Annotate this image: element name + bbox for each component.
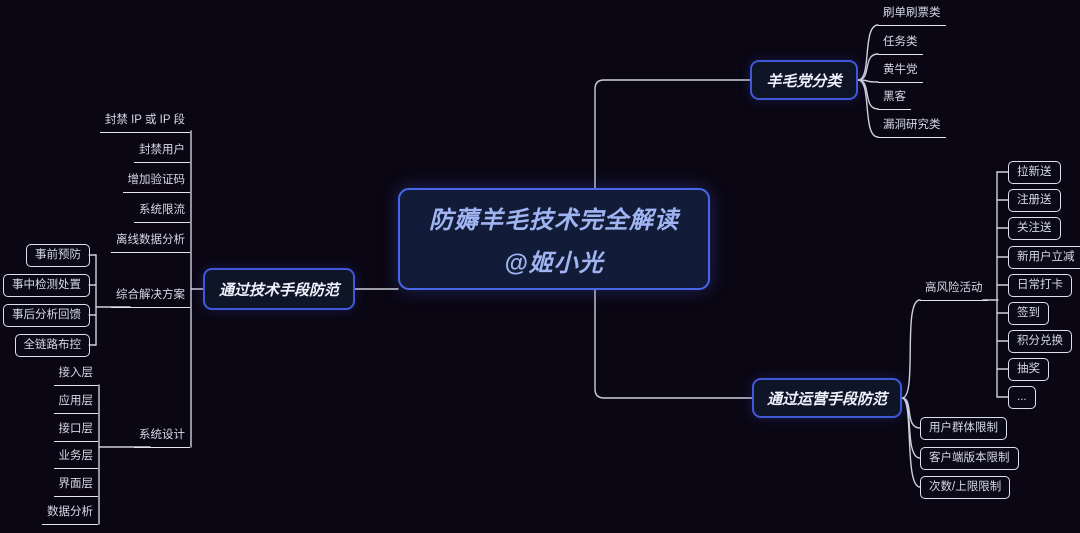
branch-technical-means[interactable]: 通过技术手段防范 (203, 268, 355, 310)
leaf-vulnerability-research[interactable]: 漏洞研究类 (878, 116, 946, 138)
leaf-high-risk-activities[interactable]: 高风险活动 (920, 279, 988, 301)
leaf-business-layer[interactable]: 业务层 (53, 447, 98, 469)
leaf-ban-user[interactable]: 封禁用户 (134, 141, 190, 163)
leaf-pre-prevention[interactable]: 事前预防 (26, 244, 90, 267)
leaf-full-link-monitoring[interactable]: 全链路布控 (14, 334, 90, 357)
leaf-api-layer[interactable]: 接口层 (53, 420, 98, 442)
central-topic-title: 防薅羊毛技术完全解读 (429, 207, 679, 234)
leaf-sign-in[interactable]: 签到 (1008, 302, 1049, 325)
leaf-new-user-discount[interactable]: 新用户立减 (1008, 246, 1080, 269)
leaf-hackers[interactable]: 黑客 (878, 88, 911, 110)
leaf-post-analysis-feedback[interactable]: 事后分析回馈 (3, 304, 90, 327)
leaf-ui-layer[interactable]: 界面层 (53, 475, 98, 497)
leaf-task-type[interactable]: 任务类 (878, 33, 923, 55)
central-topic[interactable]: 防薅羊毛技术完全解读 @姬小光 (398, 188, 710, 290)
leaf-follow-reward[interactable]: 关注送 (1008, 217, 1061, 240)
leaf-client-version-restriction[interactable]: 客户端版本限制 (920, 447, 1019, 470)
branch-scalper-categories[interactable]: 羊毛党分类 (750, 60, 858, 100)
leaf-rate-limit[interactable]: 系统限流 (134, 201, 190, 223)
leaf-daily-checkin[interactable]: 日常打卡 (1008, 274, 1072, 297)
central-topic-author: @姬小光 (504, 250, 604, 277)
leaf-order-brushing[interactable]: 刷单刷票类 (878, 4, 946, 26)
leaf-offline-analysis[interactable]: 离线数据分析 (111, 231, 190, 253)
leaf-points-exchange[interactable]: 积分兑换 (1008, 330, 1072, 353)
leaf-captcha[interactable]: 增加验证码 (122, 171, 190, 193)
leaf-lottery[interactable]: 抽奖 (1008, 358, 1049, 381)
leaf-system-design[interactable]: 系统设计 (134, 426, 190, 448)
leaf-signup-reward[interactable]: 注册送 (1008, 189, 1061, 212)
leaf-comprehensive-solution[interactable]: 综合解决方案 (111, 286, 190, 308)
leaf-count-upper-limit[interactable]: 次数/上限限制 (920, 476, 1011, 499)
leaf-scalpers[interactable]: 黄牛党 (878, 61, 923, 83)
branch-operational-means[interactable]: 通过运营手段防范 (752, 378, 902, 418)
leaf-ban-ip[interactable]: 封禁 IP 或 IP 段 (99, 111, 190, 133)
leaf-referral-reward[interactable]: 拉新送 (1008, 161, 1061, 184)
leaf-application-layer[interactable]: 应用层 (53, 392, 98, 414)
leaf-user-group-restriction[interactable]: 用户群体限制 (920, 417, 1007, 440)
leaf-data-analysis[interactable]: 数据分析 (42, 503, 98, 525)
leaf-in-process-detection[interactable]: 事中检测处置 (3, 274, 90, 297)
leaf-more-ellipsis[interactable]: ... (1008, 386, 1036, 409)
leaf-access-layer[interactable]: 接入层 (53, 364, 98, 386)
